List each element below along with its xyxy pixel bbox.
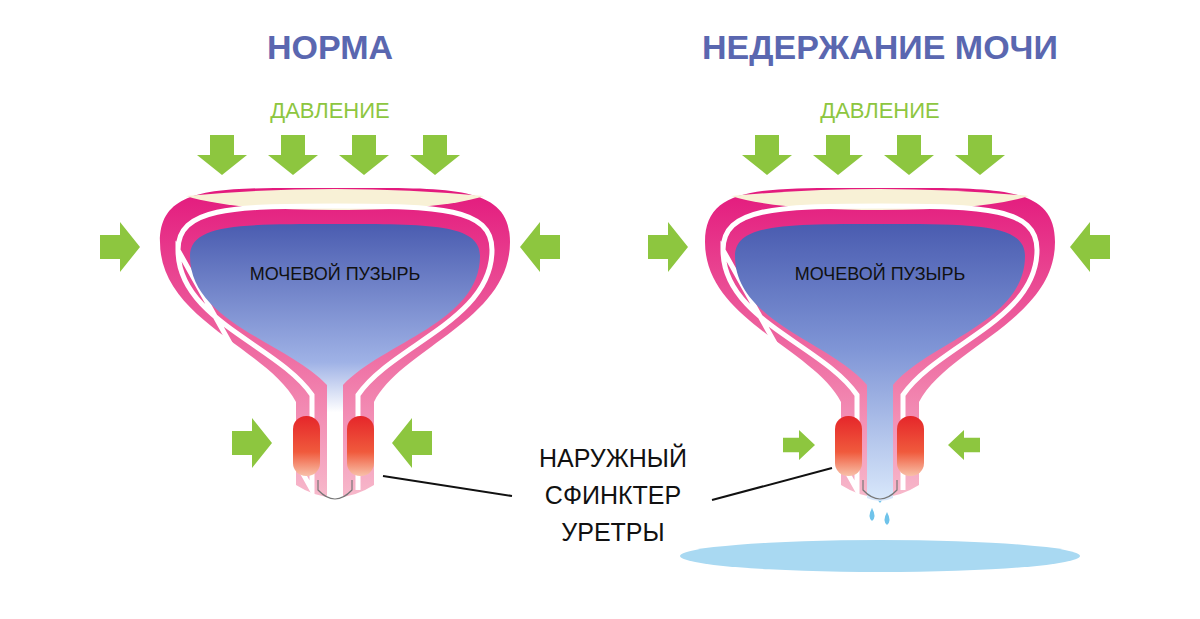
bladder: МОЧЕВОЙ ПУЗЫРЬ (140, 180, 530, 510)
panel-heading: НЕДЕРЖАНИЕ МОЧИ (702, 28, 1058, 67)
bladder-outline (140, 180, 530, 510)
puddle (680, 540, 1080, 572)
bladder: МОЧЕВОЙ ПУЗЫРЬ (685, 180, 1075, 510)
pressure-label: ДАВЛЕНИЕ (820, 98, 940, 124)
organ-name: МОЧЕВОЙ ПУЗЫРЬ (685, 264, 1075, 285)
leader-line (383, 476, 512, 496)
panel-heading: НОРМА (267, 28, 393, 67)
part-label: НАРУЖНЫЙ СФИНКТЕР УРЕТРЫ (518, 440, 708, 551)
organ-name: МОЧЕВОЙ ПУЗЫРЬ (140, 264, 530, 285)
bladder-outline (685, 180, 1075, 510)
pressure-label: ДАВЛЕНИЕ (270, 98, 390, 124)
leader-line (712, 468, 832, 500)
